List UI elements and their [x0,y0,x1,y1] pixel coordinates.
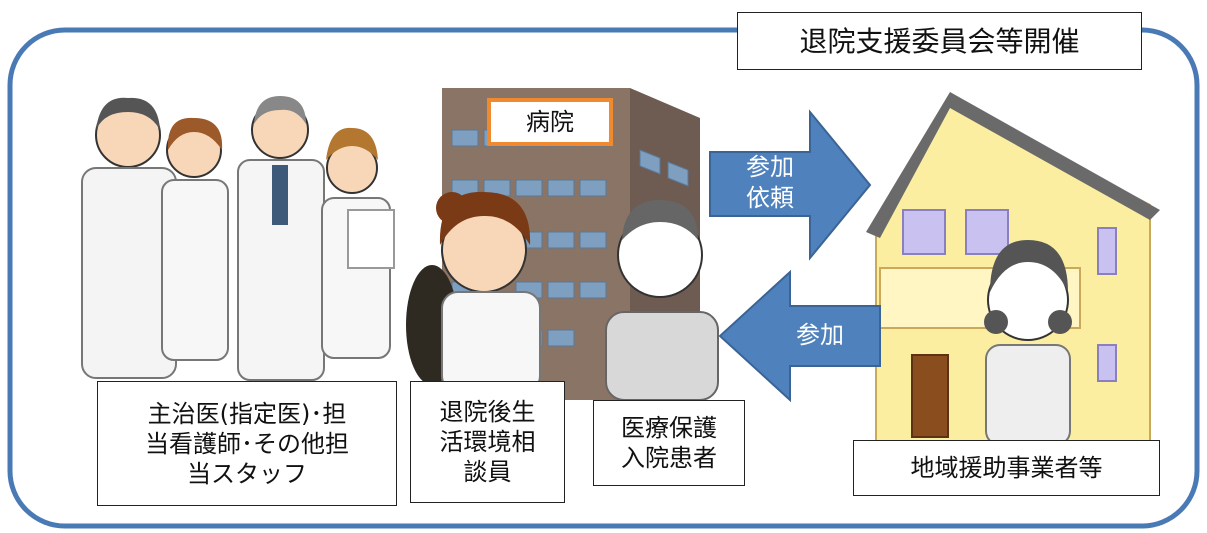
counselor-label: 退院後生 活環境相 談員 [410,381,565,503]
hospital-sign: 病院 [487,98,613,146]
page-title: 退院支援委員会等開催 [737,12,1142,70]
community-worker-illustration [984,240,1072,446]
medical-staff-illustration [81,96,395,381]
request-arrow [709,109,872,261]
patient-illustration [605,200,719,401]
request-arrow-label: 参加 依頼 [746,153,794,213]
outer-frame [7,27,1200,529]
community-label: 地域援助事業者等 [853,440,1160,496]
patient-label: 医療保護 入院患者 [593,400,745,486]
participate-arrow [718,269,881,403]
participate-arrow-label: 参加 [796,321,844,349]
medical-staff-label: 主治医(指定医)･担 当看護師･その他担 当スタッフ [97,381,397,506]
counselor-illustration [406,191,541,393]
